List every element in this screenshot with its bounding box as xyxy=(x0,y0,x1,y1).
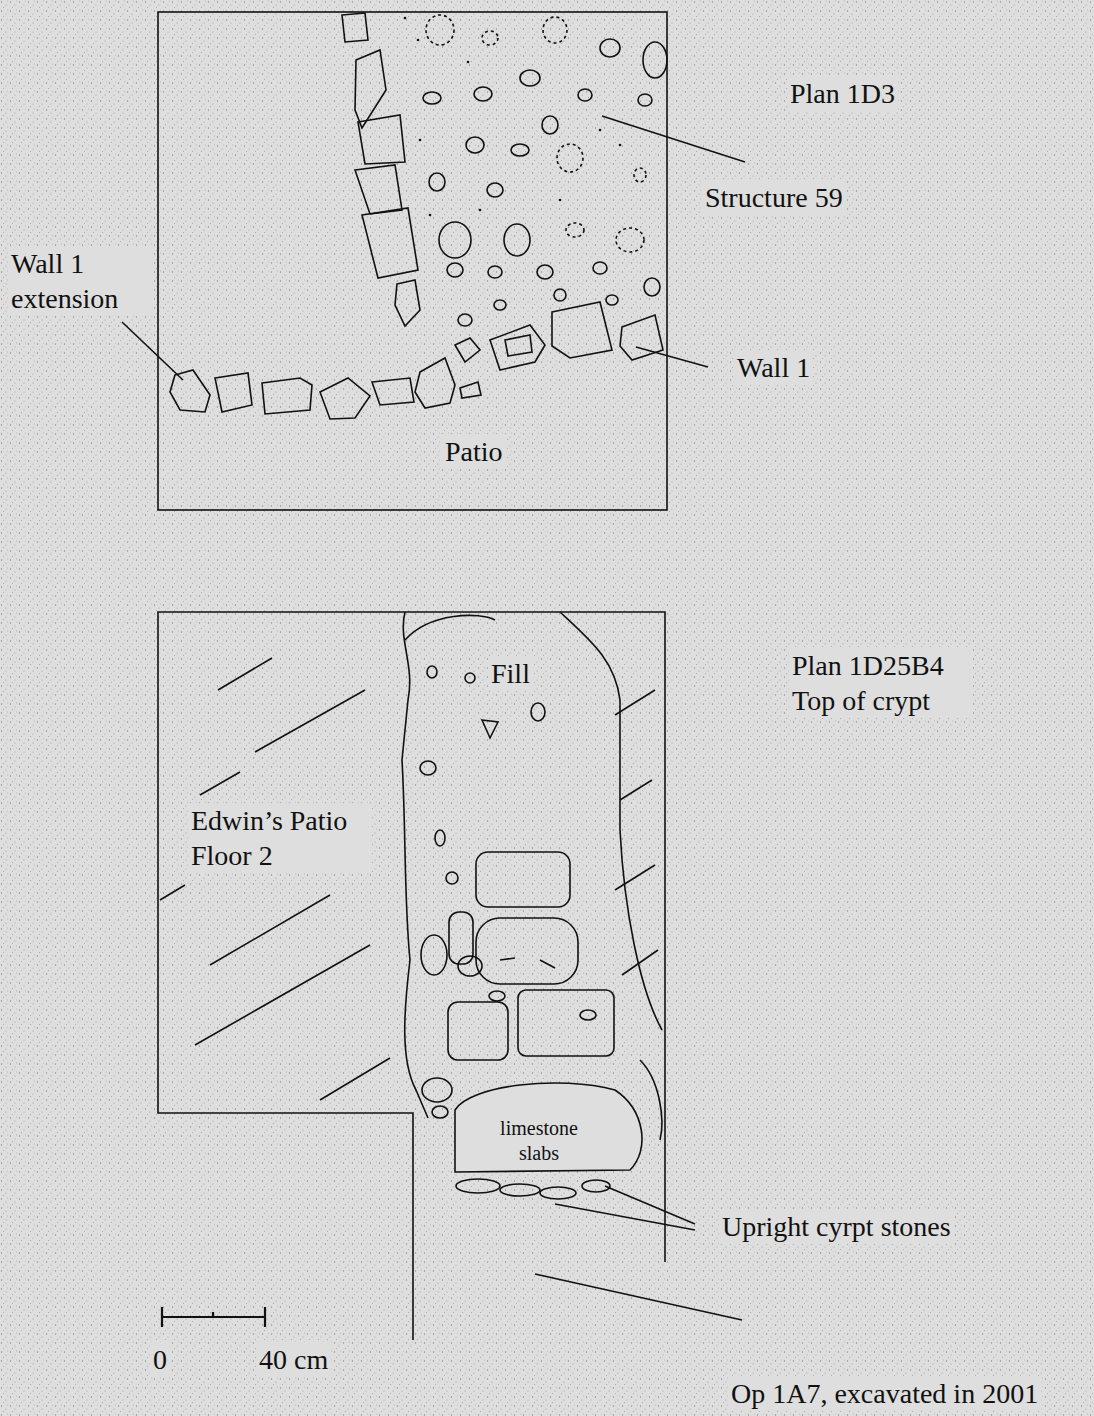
plan-title: Plan 1D3 xyxy=(787,76,898,111)
fill-boundary xyxy=(560,612,662,1030)
scale-number: 40 cm xyxy=(256,1342,331,1377)
scale-bar xyxy=(162,1307,265,1327)
leader-line xyxy=(122,116,745,1320)
plan-title: Plan 1D25B4 Top of crypt xyxy=(789,648,973,718)
scale-number: 0 xyxy=(150,1342,170,1377)
crypt-stones xyxy=(420,666,662,1199)
structure-pebbles xyxy=(423,15,667,326)
plan-frame xyxy=(158,12,667,510)
feature-label: Structure 59 xyxy=(702,180,846,215)
feature-label: Wall 1 extension xyxy=(8,246,154,316)
wall-stones xyxy=(170,13,663,419)
feature-label: Edwin’s Patio Floor 2 xyxy=(188,803,372,873)
feature-label: Fill xyxy=(488,656,533,691)
fill-boundary xyxy=(402,612,428,1118)
feature-label: Wall 1 xyxy=(734,350,813,385)
plan-frame xyxy=(158,612,665,1340)
feature-label: limestone slabs xyxy=(478,1116,600,1166)
feature-label: Upright cyrpt stones xyxy=(719,1209,954,1244)
operation-label: Op 1A7, excavated in 2001 xyxy=(728,1376,1041,1411)
floor-hatch xyxy=(160,658,658,1100)
feature-label: Patio xyxy=(442,434,506,469)
